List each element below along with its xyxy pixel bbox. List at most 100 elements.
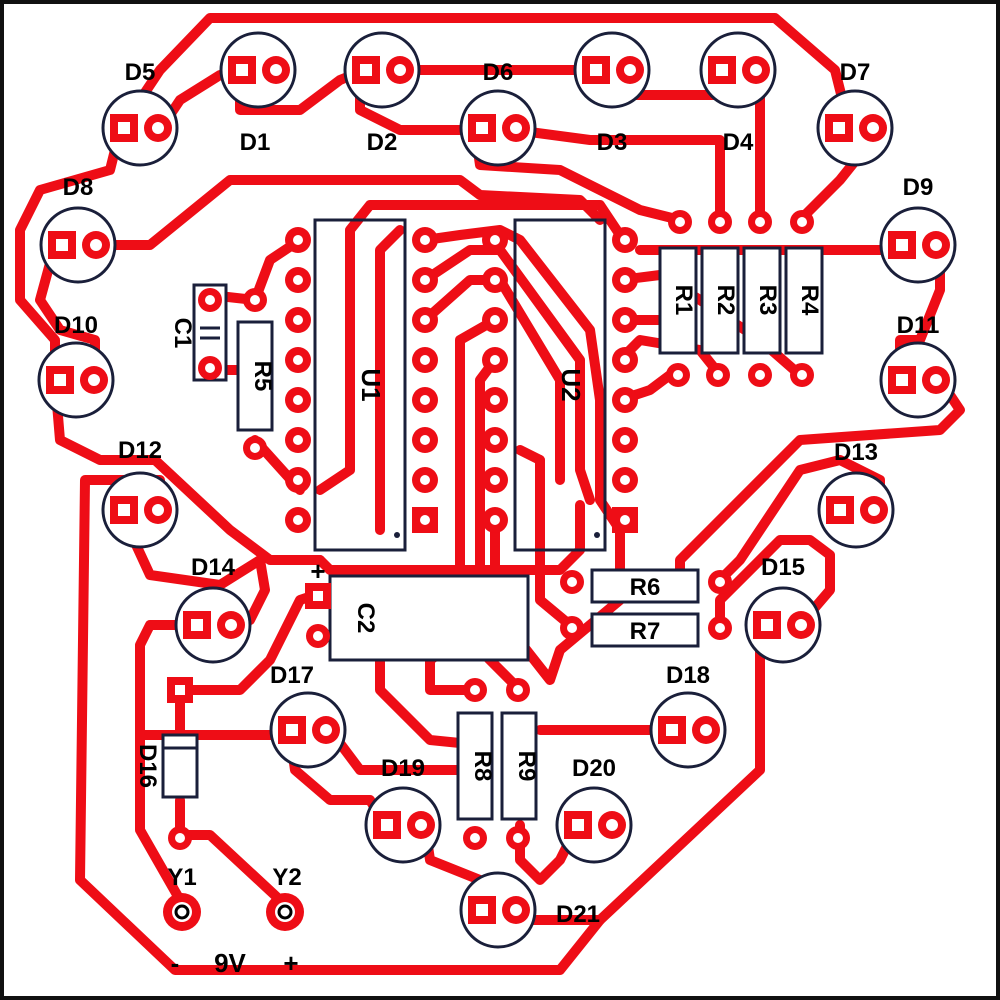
led-d15-outline bbox=[744, 586, 822, 664]
label-d8: D8 bbox=[63, 174, 94, 201]
led-d18-hole-b bbox=[700, 724, 712, 736]
led-d7-hole-a bbox=[833, 122, 845, 134]
u2-pin-hole-l5 bbox=[490, 395, 500, 405]
led-d10-hole-b bbox=[88, 374, 100, 386]
led-d2-hole-a bbox=[360, 64, 372, 76]
hole-r8-top bbox=[470, 685, 480, 695]
led-d10-hole-a bbox=[54, 374, 66, 386]
r5-label: R5 bbox=[249, 361, 276, 392]
led-d18-outline bbox=[649, 691, 727, 769]
u1-pin-hole-l2 bbox=[293, 275, 303, 285]
label-y1: Y1 bbox=[167, 864, 196, 891]
hole-r3-bot bbox=[755, 370, 765, 380]
u1-pin-hole-l3 bbox=[293, 315, 303, 325]
led-d13-outline bbox=[817, 471, 895, 549]
label-9v: 9V bbox=[214, 948, 246, 978]
hole-r8-bot bbox=[470, 833, 480, 843]
led-d17-hole-b bbox=[320, 724, 332, 736]
u1-pin-hole-r2 bbox=[420, 275, 430, 285]
resistor-r8: R8 bbox=[456, 711, 496, 821]
label-d17: D17 bbox=[270, 662, 314, 689]
u1-pin-hole-l8 bbox=[293, 515, 303, 525]
u1-pin-hole-l7 bbox=[293, 475, 303, 485]
u1-pin-hole-r8 bbox=[420, 515, 430, 525]
led-d5-hole-b bbox=[152, 122, 164, 134]
led-d14-hole-b bbox=[225, 619, 237, 631]
label-d18: D18 bbox=[666, 662, 710, 689]
resistor-r1: R1 bbox=[658, 246, 698, 355]
hole-r4-bot bbox=[797, 370, 807, 380]
u2-pin-hole-l4 bbox=[490, 355, 500, 365]
led-d6-hole-a bbox=[476, 122, 488, 134]
led-d19-hole-b bbox=[415, 819, 427, 831]
trace-d6-r2 bbox=[510, 125, 725, 225]
trace-left-chain bbox=[15, 125, 125, 385]
hole-c2-plus bbox=[313, 591, 323, 601]
trace-r7-left bbox=[535, 455, 575, 630]
led-d15-hole-b bbox=[795, 619, 807, 631]
hole-c1-bot bbox=[205, 363, 215, 373]
led-d5-hole-a bbox=[118, 122, 130, 134]
led-d10-outline bbox=[37, 341, 115, 419]
led-d21-hole-b bbox=[510, 904, 522, 916]
led-d17-hole-a bbox=[286, 724, 298, 736]
resistor-r7: R7 bbox=[590, 612, 700, 648]
r9-body bbox=[500, 711, 538, 821]
diode-d16: D16 bbox=[134, 733, 199, 799]
terminal-y2-hole bbox=[277, 904, 293, 920]
resistor-r5: R5 bbox=[236, 320, 276, 432]
u2-pin-hole-l7 bbox=[490, 475, 500, 485]
hole-r6-right bbox=[715, 577, 725, 587]
u1-outline bbox=[313, 218, 407, 552]
resistor-r6: R6 bbox=[590, 568, 700, 604]
u2-pin-hole-r1 bbox=[620, 235, 630, 245]
led-d6-outline bbox=[459, 89, 537, 167]
resistor-r9: R9 bbox=[500, 711, 540, 821]
label-d20: D20 bbox=[572, 755, 616, 782]
led-d19-hole-a bbox=[381, 819, 393, 831]
led-d11-outline bbox=[879, 341, 957, 419]
label-d3: D3 bbox=[597, 129, 628, 156]
led-d8-outline bbox=[39, 206, 117, 284]
d16-label: D16 bbox=[134, 744, 161, 788]
trace-u2-route-a bbox=[420, 225, 625, 535]
r6-body bbox=[590, 568, 700, 604]
led-d21-hole-a bbox=[476, 904, 488, 916]
resistor-r2: R2 bbox=[700, 246, 740, 355]
led-d11-hole-a bbox=[896, 374, 908, 386]
led-d1-hole-a bbox=[236, 64, 248, 76]
u2-pin-hole-l6 bbox=[490, 435, 500, 445]
hole-r2-top bbox=[715, 217, 725, 227]
u1-pin-hole-r6 bbox=[420, 435, 430, 445]
u1-pin-hole-r4 bbox=[420, 355, 430, 365]
u1-pin-hole-l4 bbox=[293, 355, 303, 365]
led-group bbox=[37, 31, 957, 949]
led-d4-hole-b bbox=[750, 64, 762, 76]
r8-body bbox=[456, 711, 494, 821]
terminal-y1-hole bbox=[174, 904, 190, 920]
r7-label: R7 bbox=[630, 618, 661, 645]
led-d12-hole-a bbox=[118, 504, 130, 516]
r3-body bbox=[742, 246, 782, 355]
power-labels: Y1 Y2 - 9V + bbox=[167, 864, 301, 978]
hole-r7-left bbox=[567, 623, 577, 633]
label-d12: D12 bbox=[118, 437, 162, 464]
u1-label: U1 bbox=[356, 368, 386, 401]
label-d1: D1 bbox=[240, 129, 271, 156]
trace-u1-vertical bbox=[375, 225, 405, 535]
led-d4-outline bbox=[699, 31, 777, 109]
u2-pin-hole-r8 bbox=[620, 515, 630, 525]
led-labels: D5 D1 D2 D6 D3 D4 D7 D8 D9 D10 D11 D12 D… bbox=[54, 59, 939, 928]
hole-r1-top bbox=[675, 217, 685, 227]
r7-body bbox=[590, 612, 700, 648]
u1-pin-hole-l1 bbox=[293, 235, 303, 245]
hole-u2-extra-1 bbox=[490, 235, 500, 245]
label-d10: D10 bbox=[54, 312, 98, 339]
u1-pin-hole-r3 bbox=[420, 315, 430, 325]
u1-pin-hole-r7 bbox=[420, 475, 430, 485]
led-d5-outline bbox=[101, 89, 179, 167]
c2-polarity: + bbox=[310, 556, 325, 586]
trace-d15-d21 bbox=[515, 620, 765, 925]
